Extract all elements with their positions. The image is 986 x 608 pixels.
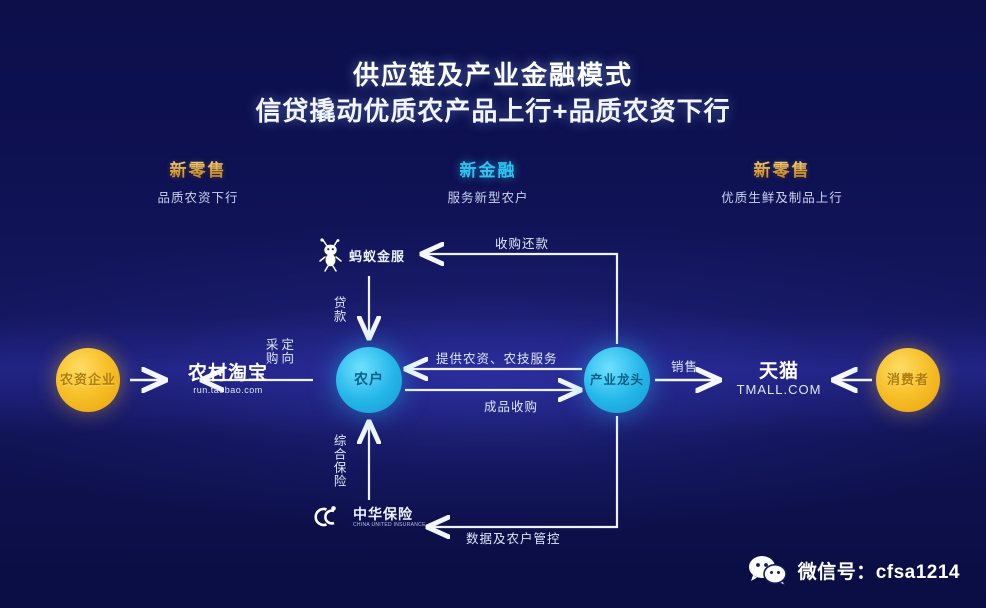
tmall-label: 天猫 (758, 361, 799, 382)
section-title: 新零售 (88, 160, 308, 182)
node-agri-supplier[interactable]: 农资企业 (56, 348, 120, 412)
wechat-watermark: 微信号：cfsa1214 (748, 554, 960, 586)
node-consumer[interactable]: 消费者 (876, 348, 940, 412)
section-header-center: 新金融 服务新型农户 (378, 160, 598, 206)
edge-label-repayment: 收购还款 (495, 237, 550, 251)
ant-mascot-icon (319, 238, 342, 272)
industry-leader-circle: 产业龙头 (584, 347, 650, 413)
section-title: 新零售 (672, 160, 892, 182)
edge-label-data-control: 数据及农户管控 (466, 532, 561, 546)
node-industry-leader[interactable]: 产业龙头 (584, 347, 650, 413)
node-china-insurance[interactable]: 中华保险 CHINA UNITED INSURANCE (313, 505, 426, 529)
wechat-icon (748, 556, 787, 586)
china-insurance-en: CHINA UNITED INSURANCE (353, 521, 426, 528)
ant-financial-label: 蚂蚁金服 (349, 248, 406, 264)
section-subtitle: 服务新型农户 (447, 191, 529, 206)
section-header-left: 新零售 品质农资下行 (88, 160, 308, 206)
section-header-right: 新零售 优质生鲜及制品上行 (672, 160, 892, 206)
edge-label-sales: 销售 (671, 360, 699, 374)
edge-label-supply-service: 提供农资、农技服务 (436, 352, 558, 366)
node-ant-financial[interactable]: 蚂蚁金服 (318, 238, 405, 272)
node-tmall[interactable]: 天猫 TMALL.COM (722, 362, 836, 397)
node-rural-taobao[interactable]: 农村淘宝 run.taobao.com (168, 364, 288, 395)
tmall-url: TMALL.COM (736, 381, 822, 397)
page-title: 供应链及产业金融模式 (352, 60, 633, 90)
edge-label-loan: 贷款 (331, 296, 346, 323)
page-subtitle: 信贷撬动优质农产品上行+品质农资下行 (255, 96, 731, 127)
section-subtitle: 优质生鲜及制品上行 (721, 191, 843, 206)
section-title: 新金融 (459, 161, 517, 180)
china-insurance-label: 中华保险 CHINA UNITED INSURANCE (353, 507, 426, 528)
wechat-id-label: 微信号：cfsa1214 (797, 561, 960, 583)
title-block: 供应链及产业金融模式 信贷撬动优质农产品上行+品质农资下行 (0, 58, 986, 131)
section-subtitle: 品质农资下行 (157, 191, 239, 206)
rural-taobao-label: 农村淘宝 (187, 363, 268, 384)
node-farmer[interactable]: 农户 (336, 347, 402, 413)
rural-taobao-url: run.taobao.com (193, 384, 263, 395)
farmer-circle: 农户 (336, 347, 402, 413)
china-insurance-cn: 中华保险 (353, 505, 413, 522)
edge-label-insurance: 综合保险 (331, 434, 346, 488)
edge-label-product-purchase: 成品收购 (484, 400, 539, 414)
agri-supplier-circle: 农资企业 (56, 348, 120, 412)
consumer-circle: 消费者 (876, 348, 940, 412)
edge-label-procurement: 定向采购 (263, 338, 294, 365)
china-insurance-logo-icon (314, 506, 336, 527)
